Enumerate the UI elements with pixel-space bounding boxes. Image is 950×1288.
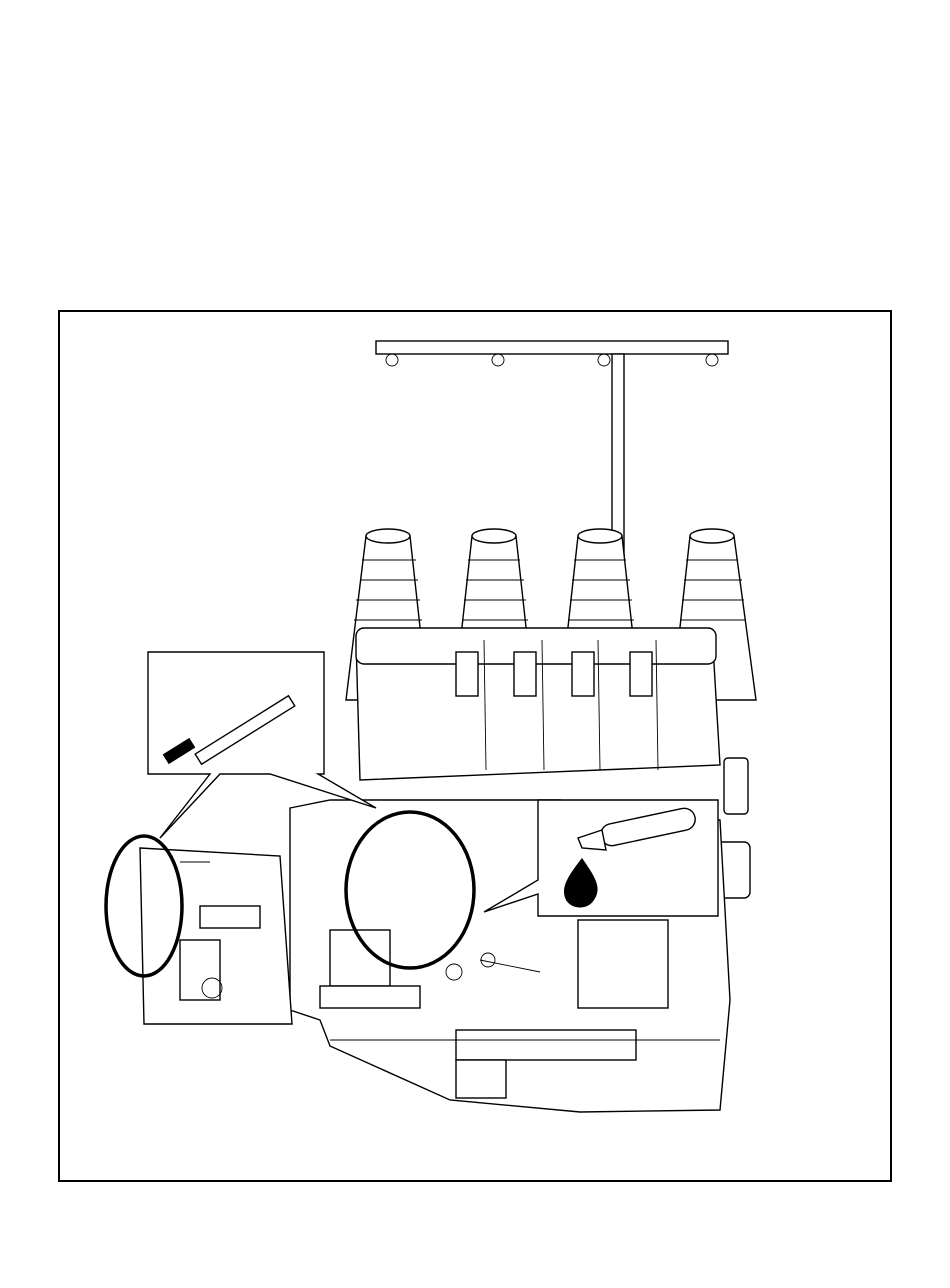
thread-stand: [376, 341, 728, 644]
